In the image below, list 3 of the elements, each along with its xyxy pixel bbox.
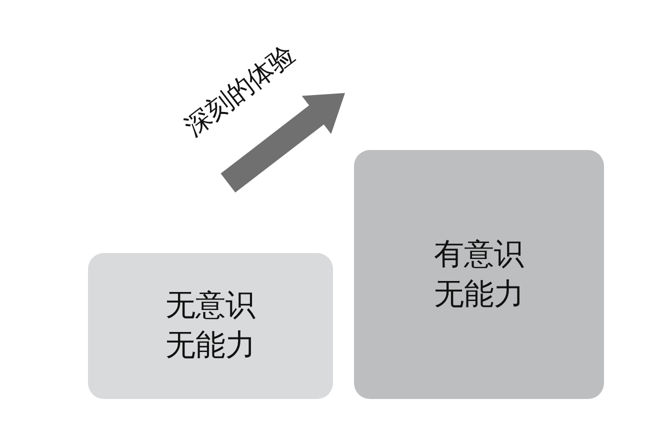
text-box: 有意识无能力 xyxy=(354,150,604,399)
arrow-label: 深刻的体验 xyxy=(178,38,302,144)
text-box: 无意识无能力 xyxy=(88,253,333,399)
